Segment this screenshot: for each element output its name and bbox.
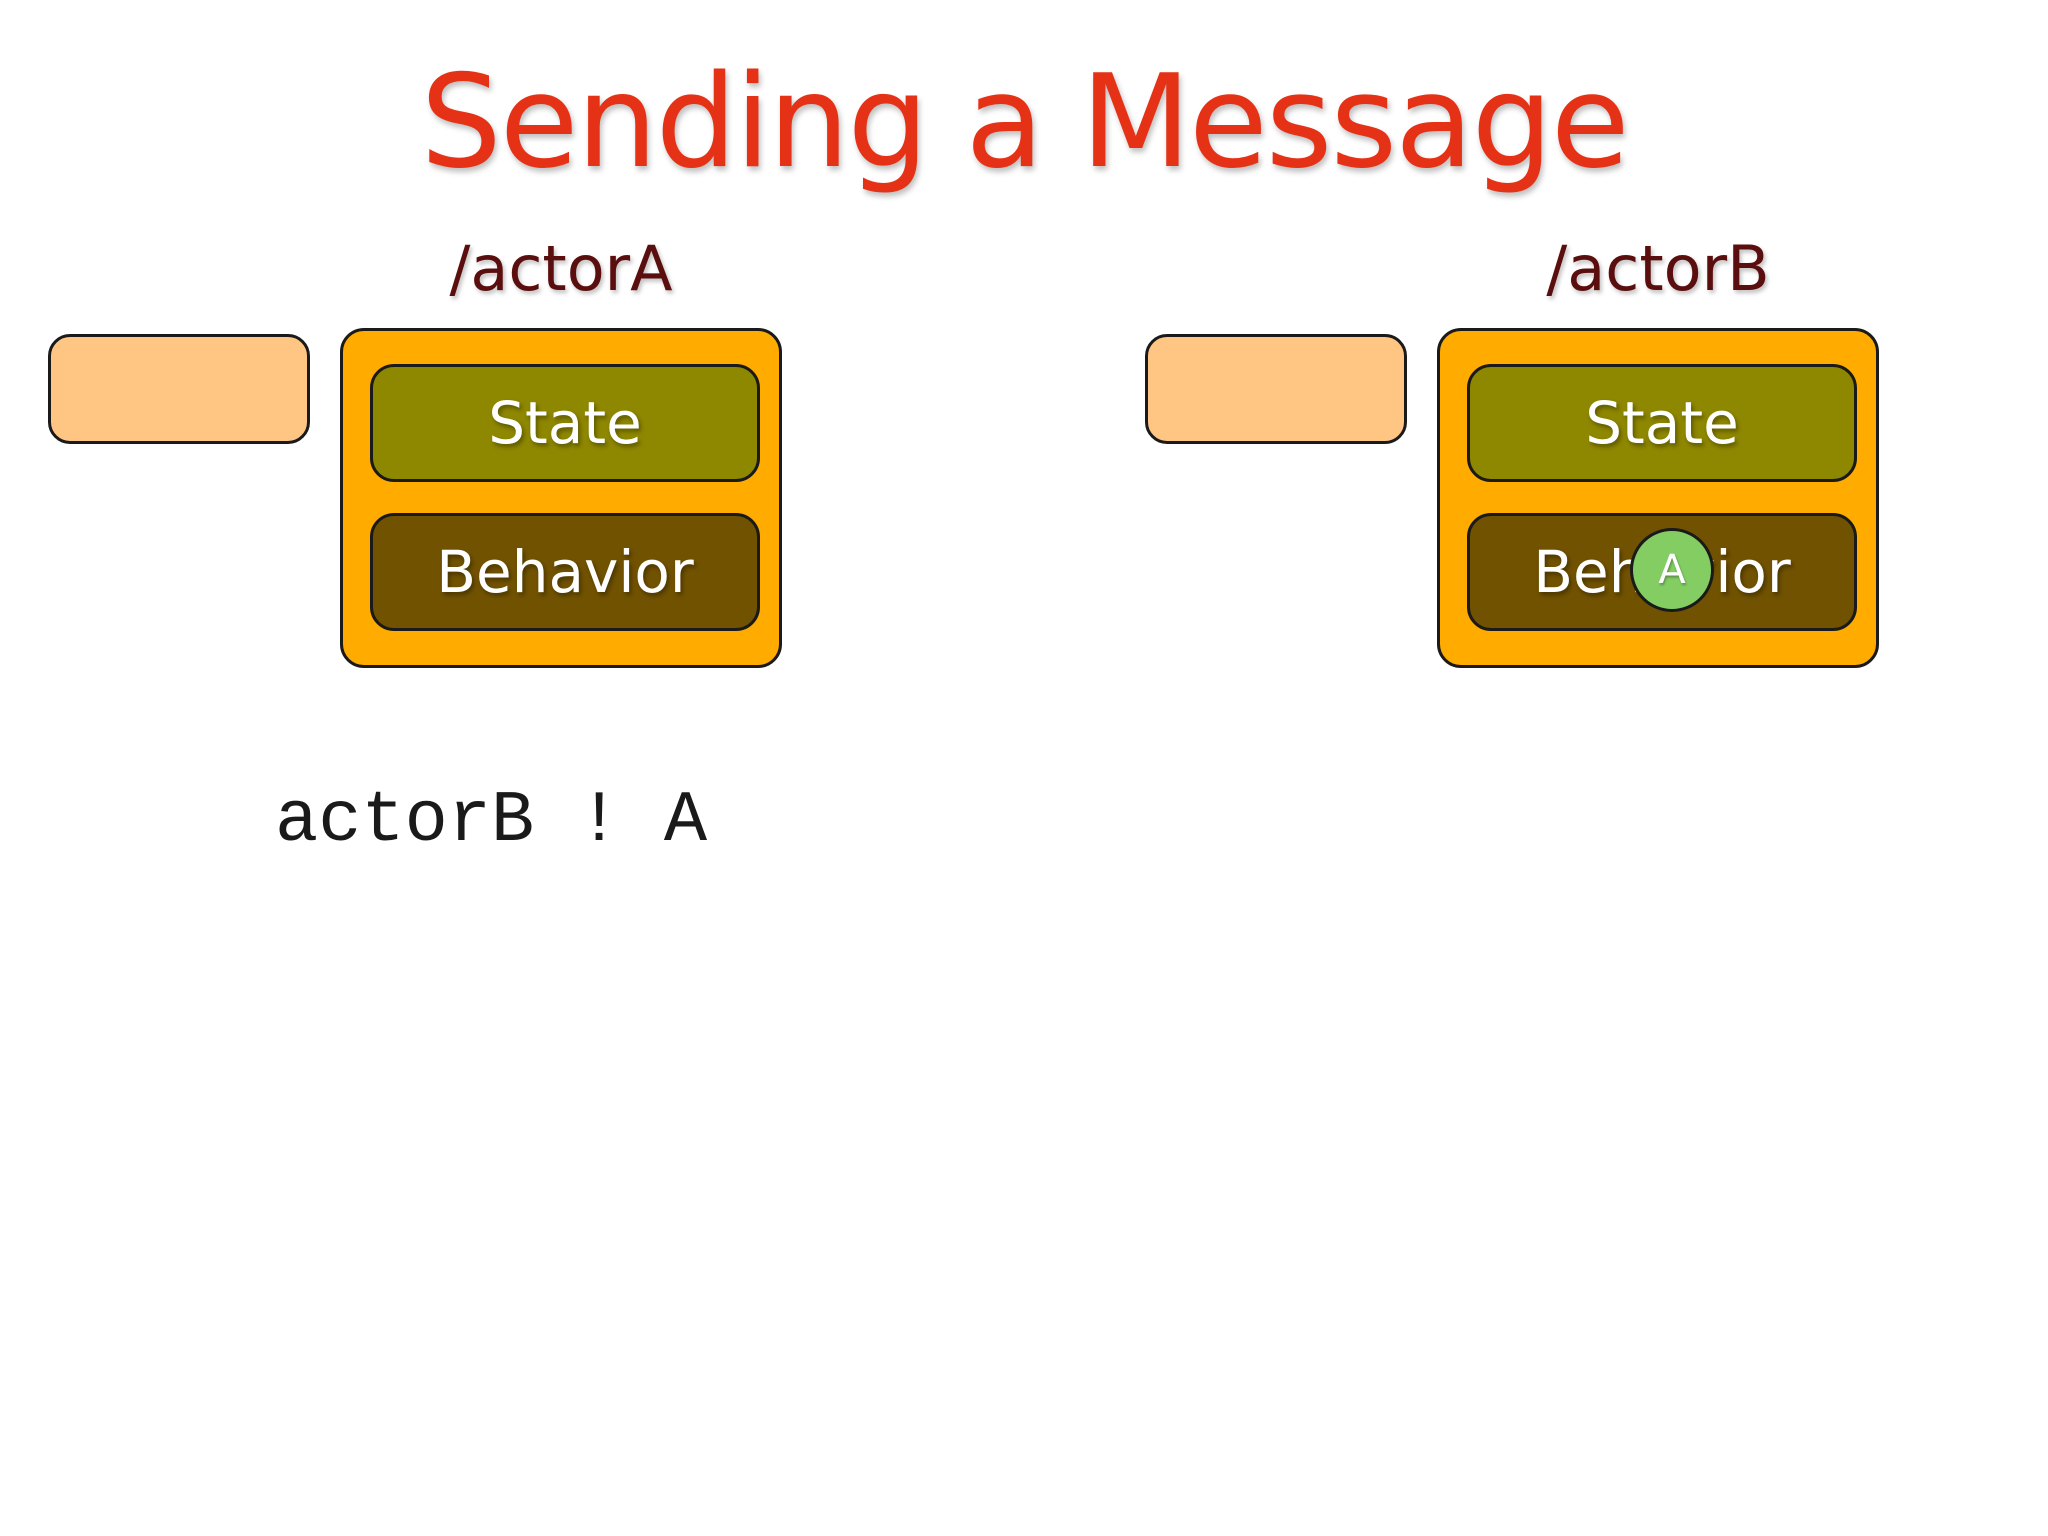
actor-a-mailbox [48,334,310,444]
actor-a-state: State [370,364,760,482]
actor-b-box: State Behavior [1437,328,1879,668]
actor-a-label: /actorA [449,232,673,305]
actor-b-state: State [1467,364,1857,482]
slide-title: Sending a Message [420,48,1629,197]
actor-a-box: State Behavior [340,328,782,668]
code-line: actorB ! A [275,780,708,862]
actor-a-behavior: Behavior [370,513,760,631]
message-a-circle: A [1630,528,1714,612]
actor-b-mailbox [1145,334,1407,444]
actor-b-label: /actorB [1546,232,1770,305]
